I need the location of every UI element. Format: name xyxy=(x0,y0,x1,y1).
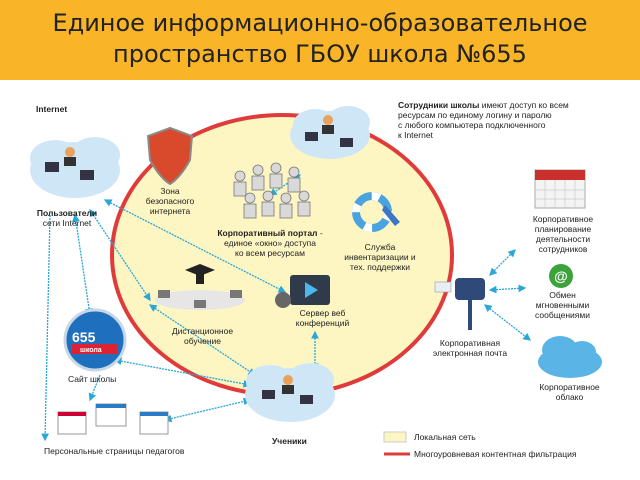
safe-zone-line-3: интернета xyxy=(149,206,191,216)
students-cloud xyxy=(245,363,335,422)
mail-icon xyxy=(434,278,485,330)
support-label: Служба инвентаризации и тех. поддержки xyxy=(330,242,430,272)
planning-line-4: сотрудников xyxy=(538,244,588,254)
support-line-3: тех. поддержки xyxy=(350,262,410,272)
school-site-icon xyxy=(63,308,127,372)
portal-line-3: ко всем ресурсам xyxy=(235,248,305,258)
calendar-icon xyxy=(534,169,586,209)
svg-text:@: @ xyxy=(554,268,568,284)
messaging-line-1: Обмен xyxy=(549,290,576,300)
network-diagram: @ Internet Сотрудники ш xyxy=(0,80,640,480)
distance-line-1: Дистанционное xyxy=(171,326,234,336)
shield-icon xyxy=(146,126,194,186)
diagram-graphics: @ xyxy=(30,106,602,456)
legend-local-network-label: Локальная сеть xyxy=(414,432,476,442)
staff-line-2: ресурсам по единому логину и паролю xyxy=(398,110,552,120)
users-subtitle: сети Internet xyxy=(42,218,92,228)
staff-line-3: с любого компьютера подключенного xyxy=(398,120,546,130)
cloud-label: Корпоративное облако xyxy=(522,382,617,402)
staff-line-4: к Internet xyxy=(398,130,433,140)
webconf-line-2: конференций xyxy=(295,318,350,328)
staff-description: Сотрудники школы имеют доступ ко всем ре… xyxy=(398,100,618,140)
users-label: Пользователи сети Internet xyxy=(22,208,112,228)
cloud-line-2: облако xyxy=(555,392,584,402)
distance-learning-icon xyxy=(155,264,245,310)
mail-line-1: Корпоративная xyxy=(439,338,501,348)
distance-line-2: обучение xyxy=(184,336,221,346)
messaging-label: Обмен мгновенными сообщениями xyxy=(520,290,605,320)
portal-line-2: единое «окно» доступа xyxy=(224,238,316,248)
planning-line-2: планирование xyxy=(534,224,592,234)
internet-label: Internet xyxy=(36,104,68,114)
header-banner: Единое информационно-образовательное про… xyxy=(0,0,640,80)
staff-title: Сотрудники школы xyxy=(398,100,480,110)
teacher-pages-icon xyxy=(57,403,169,435)
users-cloud xyxy=(30,137,120,198)
cloud-icon xyxy=(538,336,602,378)
students-label: Ученики xyxy=(272,436,307,446)
portal-people-icon xyxy=(233,162,311,219)
lifebuoy-icon xyxy=(352,192,400,232)
staff-cloud xyxy=(290,106,370,159)
staff-line-1: имеют доступ ко всем xyxy=(481,100,569,110)
users-title: Пользователи xyxy=(36,208,98,218)
title-line-2: пространство ГБОУ школа №655 xyxy=(113,40,527,68)
webconf-label: Сервер веб конференций xyxy=(280,308,365,328)
messaging-icon: @ xyxy=(549,264,573,288)
webconf-line-1: Сервер веб xyxy=(299,308,346,318)
legend-filtering-label: Многоуровневая контентная фильтрация xyxy=(414,449,577,459)
mail-label: Корпоративная электронная почта xyxy=(420,338,520,358)
teacher-pages-label: Персональные страницы педагогов xyxy=(44,446,185,456)
support-line-2: инвентаризации и xyxy=(344,252,416,262)
school-site-label: Сайт школы xyxy=(68,374,117,384)
portal-dash: - xyxy=(317,228,323,238)
legend-local-network-swatch xyxy=(383,431,407,443)
portal-label: Корпоративный портал - единое «окно» дос… xyxy=(200,228,340,258)
site-badge-number: 655 xyxy=(72,329,96,345)
messaging-line-2: мгновенными xyxy=(535,300,590,310)
planning-line-1: Корпоративное xyxy=(532,214,594,224)
legend xyxy=(383,431,410,456)
support-line-1: Служба xyxy=(364,242,396,252)
safe-zone-line-2: безопасного xyxy=(145,196,195,206)
connection-arrows xyxy=(41,174,532,442)
messaging-line-3: сообщениями xyxy=(535,310,590,320)
webconf-server-icon xyxy=(275,275,330,308)
distance-label: Дистанционное обучение xyxy=(160,326,245,346)
title-line-1: Единое информационно-образовательное xyxy=(52,9,588,37)
portal-title: Корпоративный портал xyxy=(217,228,318,238)
cloud-line-1: Корпоративное xyxy=(539,382,600,392)
page-title: Единое информационно-образовательное про… xyxy=(0,8,640,70)
mail-line-2: электронная почта xyxy=(432,348,508,358)
planning-label: Корпоративное планирование деятельности … xyxy=(508,214,618,254)
site-badge-caption: школа xyxy=(80,347,102,354)
planning-line-3: деятельности xyxy=(535,234,591,244)
safe-zone-line-1: Зона xyxy=(160,186,180,196)
safe-zone-label: Зона безопасного интернета xyxy=(130,186,210,216)
